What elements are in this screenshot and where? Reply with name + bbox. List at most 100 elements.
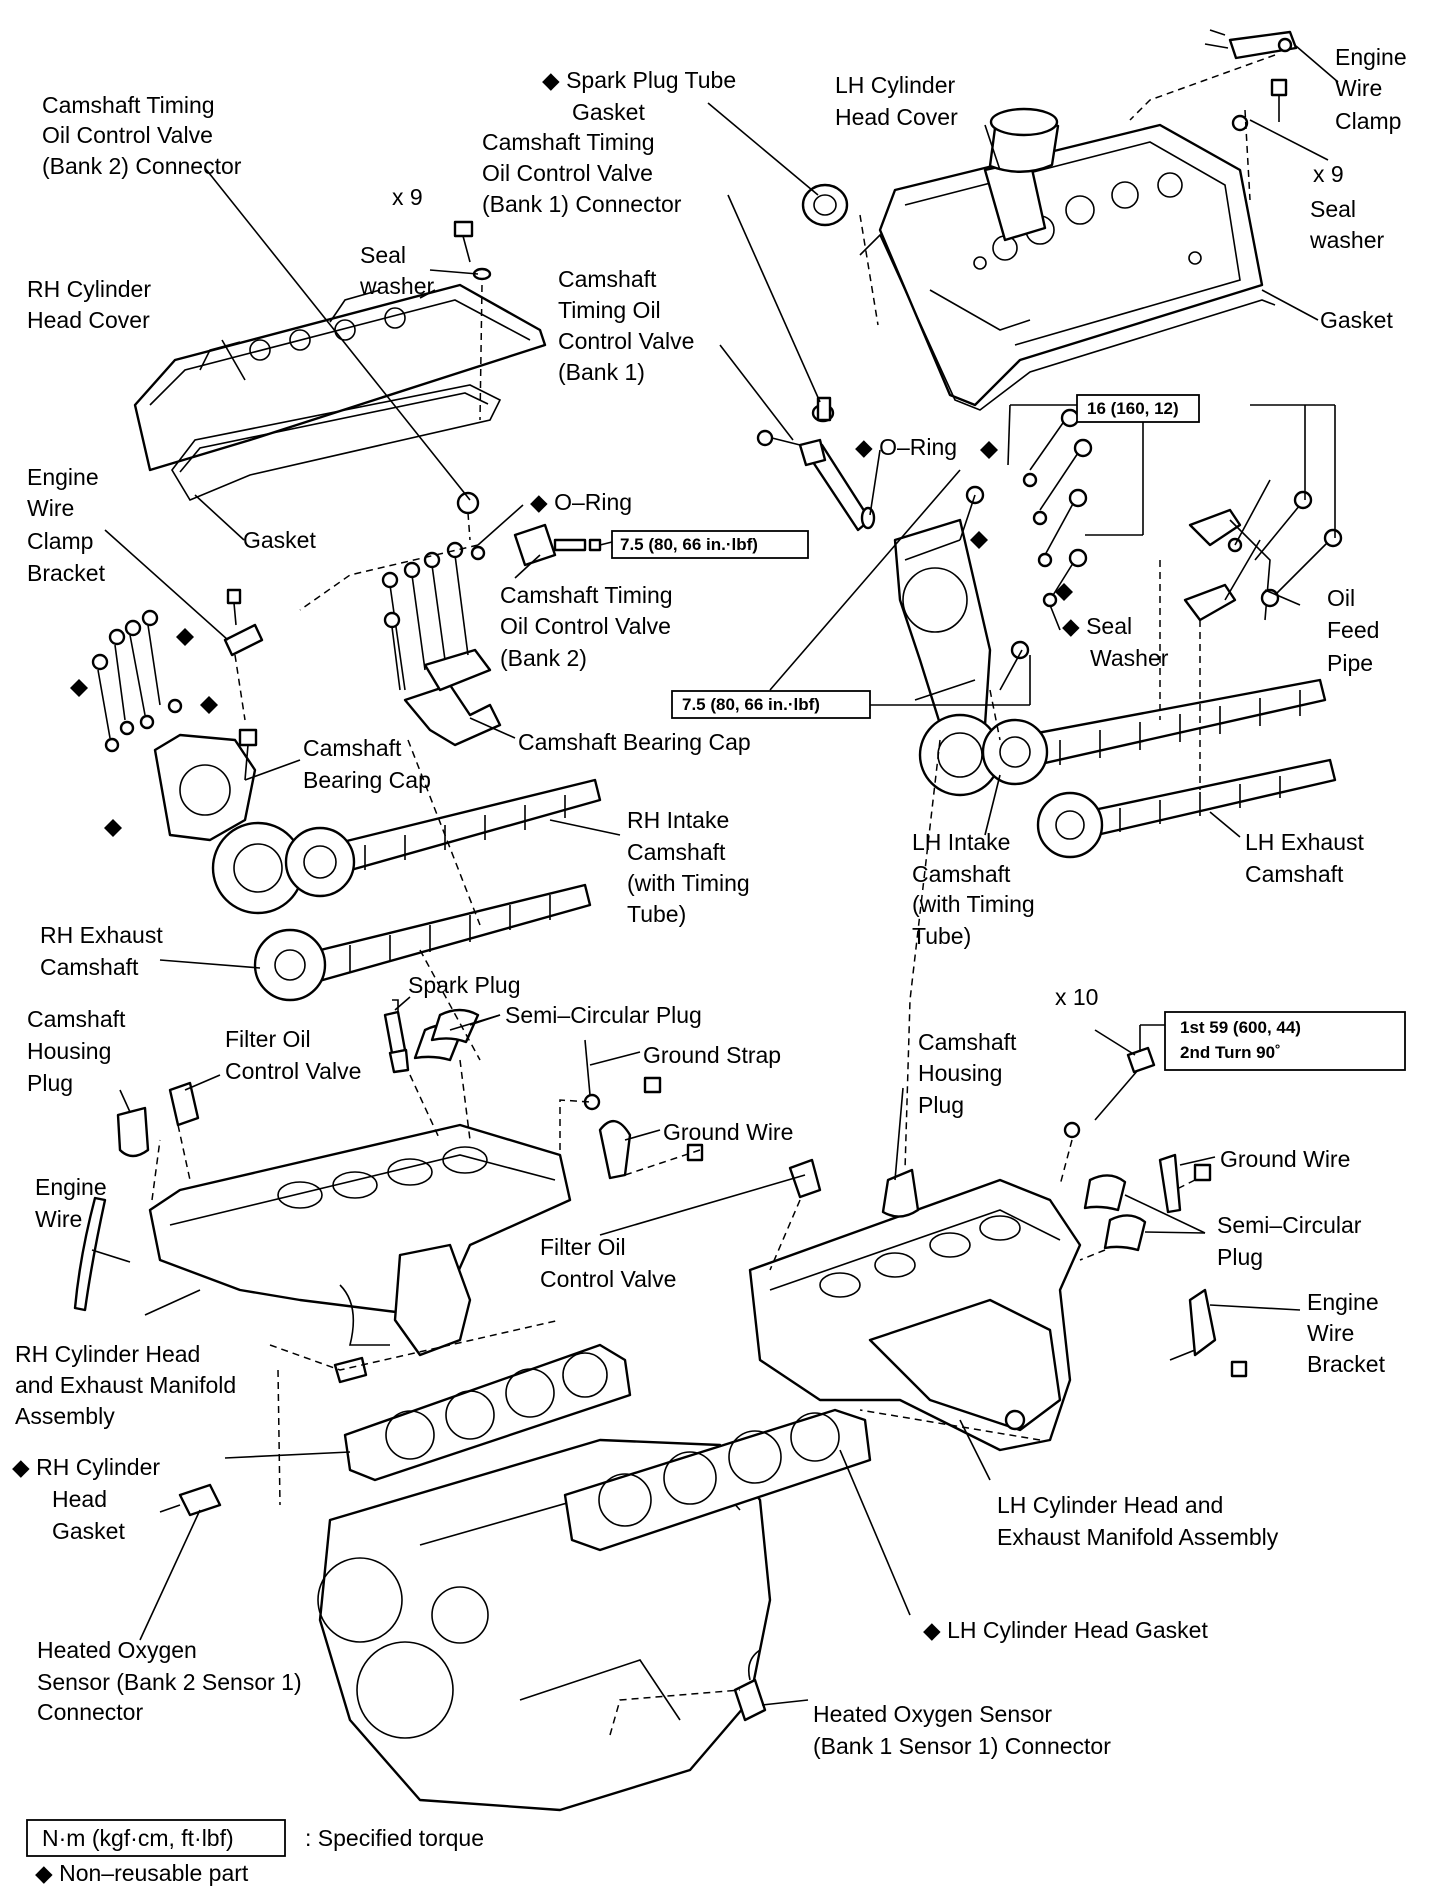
rh-head-cover-gasket xyxy=(171,384,502,502)
torque-59-line-1: 1st 59 (600, 44) xyxy=(1180,1018,1301,1037)
rh-cam-end-plate xyxy=(91,609,258,842)
torque-spec-59: 1st 59 (600, 44) 2nd Turn 90˚ xyxy=(1164,1011,1406,1071)
label-oil-feed-pipe: Oil Feed Pipe xyxy=(1327,585,1386,676)
label-spark-plug: Spark Plug xyxy=(408,972,521,998)
cam-timing-ocv-bank1 xyxy=(756,396,876,532)
label-ground-wire-mid: Ground Wire xyxy=(663,1119,793,1145)
lh-cylinder-head-assembly xyxy=(748,1178,1082,1452)
label-lh-exhaust-camshaft: LH Exhaust Camshaft xyxy=(1245,829,1370,887)
rh-camshaft-bearing-cap xyxy=(381,541,502,747)
spark-plug-tube-gasket xyxy=(801,183,849,227)
label-seal-washer-left: Seal washer xyxy=(359,242,434,299)
label-engine-wire-bracket: Engine Wire Bracket xyxy=(1307,1289,1386,1377)
legend-non-reusable: ◆ Non–reusable part xyxy=(35,1860,249,1886)
engine-wire xyxy=(73,1196,107,1312)
engine-wire-clamp xyxy=(1204,29,1298,60)
semi-circular-plug-rh xyxy=(413,1008,480,1062)
label-camshaft-housing-plug-left: Camshaft Housing Plug xyxy=(27,1006,132,1096)
label-cam-timing-ocv-b1: Camshaft Timing Oil Control Valve (Bank … xyxy=(558,266,701,385)
lh-exhaust-camshaft xyxy=(1036,758,1337,859)
part-labels: Camshaft Timing Oil Control Valve (Bank … xyxy=(12,44,1413,1759)
label-semi-circular-plug-top: Semi–Circular Plug xyxy=(505,1002,702,1028)
label-x9-left: x 9 xyxy=(392,184,423,210)
camshaft-housing-plug-left xyxy=(116,1106,150,1158)
label-lh-intake-camshaft: LH Intake Camshaft (with Timing Tube) xyxy=(912,829,1041,949)
legend: N·m (kgf·cm, ft·lbf) : Specified torque … xyxy=(26,1819,484,1886)
label-cam-timing-ocv-b2: Camshaft Timing Oil Control Valve (Bank … xyxy=(500,582,679,671)
lh-head-cover-gasket xyxy=(859,233,1276,411)
ground-strap xyxy=(583,1039,662,1111)
label-engine-wire-clamp: Engine Wire Clamp xyxy=(1335,44,1413,134)
oil-feed-pipe xyxy=(1183,479,1343,622)
label-semi-circular-plug-right: Semi–Circular Plug xyxy=(1217,1212,1368,1270)
rh-exhaust-camshaft xyxy=(253,883,592,1002)
label-heated-o2-b2s1: Heated Oxygen Sensor (Bank 2 Sensor 1) C… xyxy=(37,1637,308,1725)
engine-wire-bracket xyxy=(1169,1288,1248,1378)
label-lh-cylinder-head-cover: LH Cylinder Head Cover xyxy=(835,72,962,130)
legend-torque-box xyxy=(26,1819,286,1857)
label-rh-cylinder-head-gasket: ◆ RH Cylinder Head Gasket xyxy=(12,1454,166,1544)
label-x9-right: x 9 xyxy=(1313,161,1344,187)
label-x10: x 10 xyxy=(1055,984,1098,1010)
label-rh-intake-camshaft: RH Intake Camshaft (with Timing Tube) xyxy=(627,807,756,927)
label-camshaft-bearing-cap-left: Camshaft Bearing Cap xyxy=(303,735,431,793)
label-seal-washer-right: Seal washer xyxy=(1309,196,1384,253)
label-gasket-right: Gasket xyxy=(1320,307,1393,333)
torque-spec-7-5-lower: 7.5 (80, 66 in.·lbf) xyxy=(671,690,871,719)
label-rh-head-exhaust-manifold: RH Cylinder Head and Exhaust Manifold As… xyxy=(15,1341,243,1429)
lh-cam-bearing-bolts xyxy=(959,408,1093,691)
torque-16-text: 16 (160, 12) xyxy=(1087,399,1179,418)
label-ground-wire-right: Ground Wire xyxy=(1220,1146,1350,1172)
heated-o2-b1s1-connector xyxy=(733,1649,767,1722)
ground-wire-lh xyxy=(1158,1153,1212,1214)
semi-circular-plug-lh xyxy=(1083,1174,1147,1252)
lh-cover-bolt xyxy=(1231,78,1288,132)
lh-intake-camshaft xyxy=(918,678,1327,797)
label-o-ring-right: ◆ O–Ring xyxy=(855,434,957,460)
camshaft-housing-plug-right xyxy=(881,1168,920,1218)
torque-spec-7-5-upper: 7.5 (80, 66 in.·lbf) xyxy=(611,530,809,559)
cam-timing-ocv-bank2 xyxy=(456,491,602,567)
legend-torque-unit: N·m (kgf·cm, ft·lbf) xyxy=(42,1825,234,1851)
label-o-ring-left: ◆ O–Ring xyxy=(530,489,632,515)
torque-7-5-lower-text: 7.5 (80, 66 in.·lbf) xyxy=(682,695,820,714)
filter-ocv-left xyxy=(168,1081,200,1127)
heated-o2-b2s1-connector xyxy=(159,1483,222,1517)
label-engine-wire-clamp-bracket: Engine Wire Clamp Bracket xyxy=(27,464,106,586)
label-rh-cylinder-head-cover: RH Cylinder Head Cover xyxy=(27,276,157,333)
rh-cover-bolt xyxy=(453,220,492,281)
lh-head-bolt xyxy=(1063,1046,1156,1139)
label-lh-cylinder-head-gasket: ◆ LH Cylinder Head Gasket xyxy=(923,1617,1208,1643)
torque-spec-16: 16 (160, 12) xyxy=(1076,394,1200,423)
label-rh-exhaust-camshaft: RH Exhaust Camshaft xyxy=(40,922,169,980)
legend-torque-desc: : Specified torque xyxy=(305,1825,484,1851)
label-heated-o2-b1s1: Heated Oxygen Sensor (Bank 1 Sensor 1) C… xyxy=(813,1701,1111,1759)
lh-cylinder-head-gasket xyxy=(563,1408,872,1552)
leader-lines xyxy=(91,45,1339,1706)
rh-intake-camshaft xyxy=(211,778,602,915)
rh-cylinder-head-assembly xyxy=(148,1123,572,1357)
label-gasket-left: Gasket xyxy=(243,527,316,553)
rh-o2-connector xyxy=(333,1356,368,1384)
label-camshaft-bearing-cap-mid: Camshaft Bearing Cap xyxy=(518,729,751,755)
lh-cam-end-plate xyxy=(893,518,992,742)
non-reusable-markers xyxy=(70,441,1073,837)
rh-cylinder-head-gasket xyxy=(343,1343,632,1482)
torque-7-5-upper-text: 7.5 (80, 66 in.·lbf) xyxy=(620,535,758,554)
ground-wire-rh xyxy=(598,1120,704,1180)
label-filter-ocv-top: Filter Oil Control Valve xyxy=(225,1026,361,1084)
torque-59-line-2: 2nd Turn 90˚ xyxy=(1180,1043,1281,1062)
label-seal-washer-mid: ◆ Seal Washer xyxy=(1062,613,1169,671)
label-engine-wire: Engine Wire xyxy=(35,1174,113,1232)
label-camshaft-housing-plug-right: Camshaft Housing Plug xyxy=(918,1029,1023,1118)
engine-wire-clamp-bracket xyxy=(223,588,264,657)
label-cam-timing-ocv-b2-connector: Camshaft Timing Oil Control Valve (Bank … xyxy=(42,92,242,179)
label-cam-timing-ocv-b1-connector: Camshaft Timing Oil Control Valve (Bank … xyxy=(482,129,682,217)
label-filter-ocv-mid: Filter Oil Control Valve xyxy=(540,1234,676,1292)
engine-block xyxy=(317,1438,772,1812)
label-ground-strap: Ground Strap xyxy=(643,1042,781,1068)
label-lh-head-exhaust-manifold: LH Cylinder Head and Exhaust Manifold As… xyxy=(997,1492,1279,1550)
spark-plug xyxy=(383,999,410,1074)
